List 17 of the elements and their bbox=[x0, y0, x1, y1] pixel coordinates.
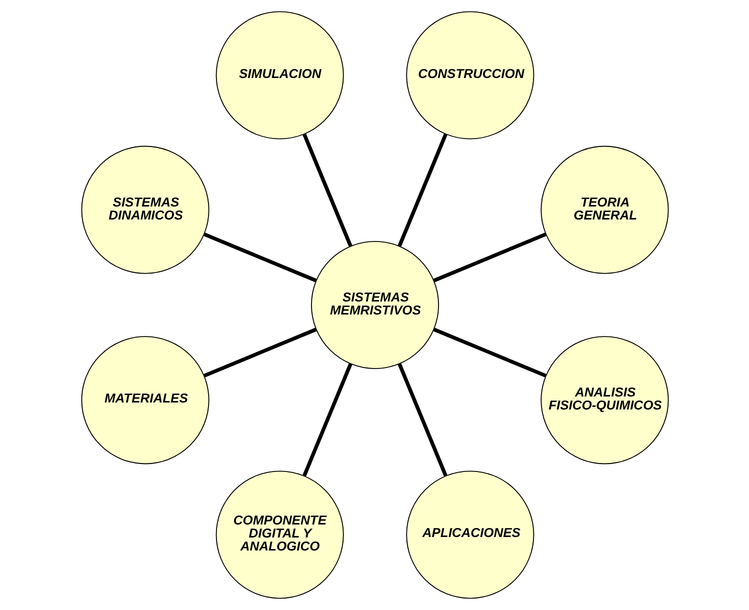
connector bbox=[302, 134, 352, 247]
connector bbox=[432, 232, 546, 282]
node-circle: SISTEMAS MEMRISTIVOS bbox=[310, 240, 439, 370]
node-circle: COMPONENTE DIGITAL Y ANALOGICO bbox=[215, 470, 344, 599]
node-circle: ANALISIS FISICO-QUIMICOS bbox=[540, 336, 668, 464]
connector bbox=[397, 134, 447, 247]
node-circle: MATERIALES bbox=[80, 336, 209, 464]
node-circle: SIMULACION bbox=[215, 11, 344, 140]
node-circle: TEORIA GENERAL bbox=[540, 146, 668, 274]
connector bbox=[203, 232, 316, 282]
connector bbox=[203, 328, 316, 378]
node-circle: APLICACIONES bbox=[406, 470, 534, 599]
node-circle: CONSTRUCCION bbox=[406, 11, 534, 140]
node-circle: SISTEMAS DINAMICOS bbox=[80, 146, 209, 274]
connector bbox=[397, 363, 447, 476]
connector bbox=[302, 363, 352, 476]
connector bbox=[432, 328, 546, 378]
